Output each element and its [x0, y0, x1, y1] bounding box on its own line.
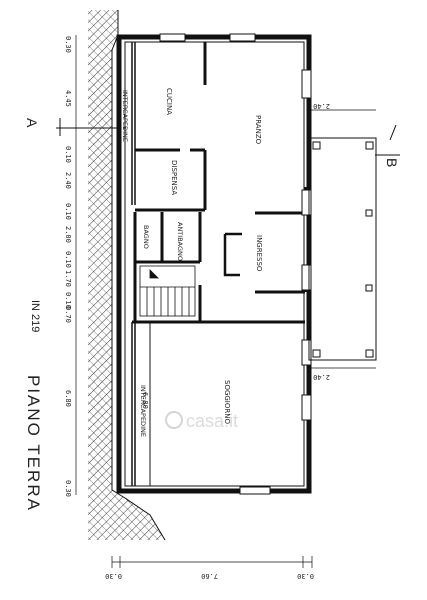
dim-left-7: 1.70: [64, 270, 72, 287]
room-label-cucina: CUCINA: [165, 88, 173, 115]
dim-left-11: 0.30: [64, 480, 72, 497]
dim-left-10: 6.80: [64, 390, 72, 407]
sheet-title: PIANO TERRA: [24, 375, 43, 512]
dim-bottom-right: 0.30: [297, 572, 314, 580]
room-label-intercapedine-top: INTERCAPEDINE: [121, 90, 129, 142]
porch: [308, 109, 377, 369]
dim-left-9: 0.70: [64, 306, 72, 323]
section-lines: [56, 118, 400, 156]
dim-bottom-mid: 7.60: [201, 572, 218, 580]
room-label-bagno: BAGNO: [142, 225, 150, 249]
room-label-antibagno: ANTIBAGNO: [176, 222, 184, 261]
windows: [159, 33, 312, 495]
watermark: casa.it: [165, 411, 238, 431]
scale-note: IN 219: [29, 300, 41, 332]
dim-inner: 6.80: [141, 392, 149, 409]
dim-left-8: 0.10: [64, 292, 72, 309]
dim-porch-bottom: 2.40: [313, 373, 330, 381]
section-mark-a: A: [24, 118, 40, 128]
dim-left-4: 0.10: [64, 203, 72, 220]
dim-left-1: 4.45: [64, 90, 72, 107]
room-label-soggiorno: SOGGIORNO: [223, 380, 231, 424]
dim-left-2: 0.10: [64, 146, 72, 163]
dim-left-6: 0.10: [64, 251, 72, 268]
room-label-dispensa: DISPENSA: [170, 160, 178, 195]
intercapedine-walls: [131, 42, 136, 486]
dim-left-0: 0.30: [64, 36, 72, 53]
dim-bottom-left: 0.30: [105, 572, 122, 580]
watermark-text: casa.it: [186, 411, 238, 431]
dim-left-3: 2.40: [64, 172, 72, 189]
section-mark-b: B: [384, 158, 400, 167]
dim-porch-top: 2.40: [313, 102, 330, 110]
dim-left-5: 2.00: [64, 226, 72, 243]
bottom-dimension-line: [111, 556, 313, 568]
room-label-ingresso: INGRESSO: [255, 235, 263, 272]
staircase: [139, 265, 196, 317]
room-label-pranzo: PRANZO: [254, 115, 262, 145]
room-label-intercapedine-bottom: INTERCAPEDINE: [139, 385, 147, 437]
